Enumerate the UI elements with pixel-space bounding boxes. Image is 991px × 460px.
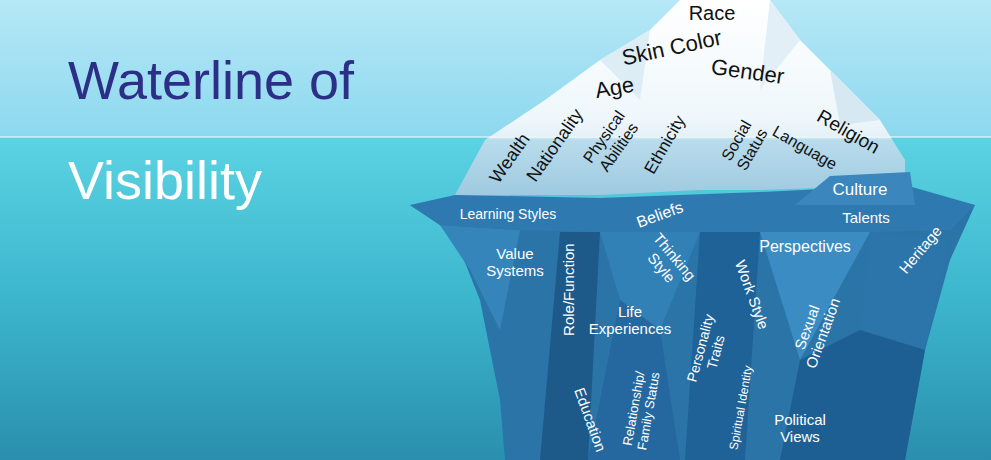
- iceberg-label: Nationality: [522, 105, 587, 186]
- iceberg-label: Value Systems: [479, 245, 551, 280]
- iceberg-label: Life Experiences: [584, 303, 676, 338]
- iceberg-label: Political Views: [765, 411, 835, 446]
- iceberg-label: Talents: [842, 209, 890, 226]
- diagram-title: Waterline of Visibility: [68, 30, 438, 230]
- iceberg-label: Ethnicity: [640, 112, 689, 177]
- iceberg-label: Beliefs: [634, 198, 685, 232]
- iceberg-label: Work Style: [732, 258, 773, 332]
- iceberg-label: Social Status: [715, 112, 775, 179]
- iceberg-label: Relationship/ Family Status: [620, 365, 664, 455]
- iceberg-body: [410, 205, 975, 460]
- iceberg-label: Perspectives: [759, 238, 851, 256]
- iceberg-label: Skin Color: [620, 25, 725, 71]
- iceberg-label: Role/Function: [559, 244, 576, 337]
- iceberg-label: Race: [689, 2, 736, 25]
- iceberg-label: Personality Traits: [682, 305, 735, 394]
- iceberg-label: Heritage: [895, 223, 945, 278]
- iceberg-facet: [795, 172, 915, 205]
- iceberg-facet: [860, 232, 950, 350]
- iceberg-label: Gender: [710, 54, 786, 89]
- iceberg-label: Age: [594, 72, 637, 104]
- iceberg-tip: [455, 0, 905, 195]
- iceberg-label: Wealth: [486, 129, 535, 186]
- iceberg-label: Spiritual Identity: [728, 365, 756, 451]
- iceberg-label: Sexual Orientation: [783, 282, 846, 378]
- iceberg-label: Education: [570, 386, 609, 455]
- iceberg-label: Physical Abilities: [576, 101, 649, 183]
- iceberg-label: Thinking Style: [632, 224, 703, 300]
- iceberg-label: Learning Styles: [460, 206, 557, 222]
- iceberg-label: Culture: [833, 180, 888, 200]
